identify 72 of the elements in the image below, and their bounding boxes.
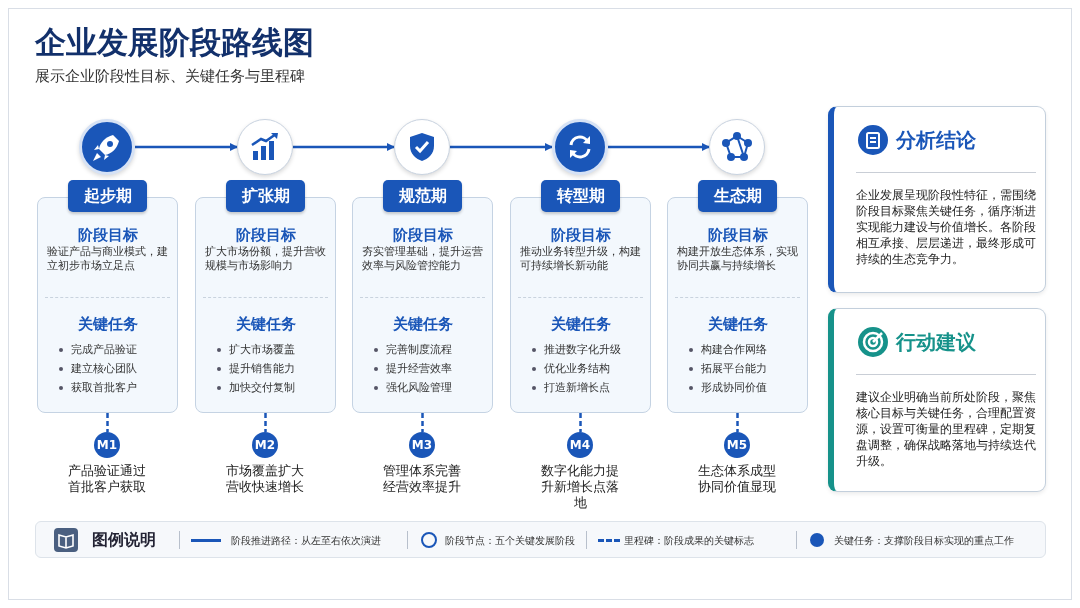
summary-card	[828, 308, 1046, 492]
section-heading: 关键任务	[234, 315, 297, 334]
milestone-badge: M5	[724, 432, 750, 458]
milestone-badge: M1	[94, 432, 120, 458]
icon-circle	[709, 119, 765, 175]
arrow	[135, 143, 238, 151]
arrow	[608, 143, 710, 151]
milestone-badge: M3	[409, 432, 435, 458]
subtitle: 展示企业阶段性目标、关键任务与里程碑	[35, 67, 305, 86]
task-item: 建立核心团队	[71, 361, 137, 377]
milestone-caption: 管理体系完善经营效率提升	[382, 463, 462, 495]
milestone-caption: 数字化能力提升新增长点落地	[540, 463, 620, 511]
task-item: 拓展平台能力	[701, 361, 767, 377]
task-item: 提升销售能力	[229, 361, 295, 377]
task-item: 打造新增长点	[544, 380, 610, 396]
stage-tab: 扩张期	[226, 180, 305, 212]
legend-text: 阶段节点：五个关键发展阶段	[445, 534, 575, 548]
goal-text: 扩大市场份额，提升营收规模与市场影响力	[205, 245, 327, 273]
stage-tab: 转型期	[541, 180, 620, 212]
section-heading: 关键任务	[76, 315, 139, 334]
task-item: 形成协同价值	[701, 380, 767, 396]
card-body-text: 企业发展呈现阶段性特征，需围绕阶段目标聚焦关键任务，循序渐进实现能力建设与价值增长。各阶段相互承接、层层递进，最终形成可持续的生态竞争力。	[856, 187, 1037, 267]
section-heading: 阶段目标	[549, 226, 612, 245]
arrow	[450, 143, 553, 151]
task-item: 推进数字化升级	[544, 342, 621, 358]
stage-tab: 起步期	[68, 180, 147, 212]
task-item: 构建合作网络	[701, 342, 767, 358]
stage-tab: 生态期	[698, 180, 777, 212]
task-item: 扩大市场覆盖	[229, 342, 295, 358]
legend-title: 图例说明	[92, 530, 156, 551]
milestone-badge: M2	[252, 432, 278, 458]
goal-text: 夯实管理基础，提升运营效率与风险管控能力	[362, 245, 484, 273]
task-item: 提升经营效率	[386, 361, 452, 377]
task-item: 加快交付复制	[229, 380, 295, 396]
arrow	[293, 143, 395, 151]
section-heading: 关键任务	[706, 315, 769, 334]
legend-text: 里程碑：阶段成果的关键标志	[624, 534, 754, 548]
section-heading: 阶段目标	[234, 226, 297, 245]
summary-card	[828, 106, 1046, 293]
section-heading: 关键任务	[549, 315, 612, 334]
milestone-caption: 生态体系成型协同价值显现	[697, 463, 777, 495]
goal-text: 验证产品与商业模式，建立初步市场立足点	[47, 245, 169, 273]
title: 企业发展阶段路线图	[35, 23, 314, 62]
section-heading: 阶段目标	[76, 226, 139, 245]
stage-tab: 规范期	[383, 180, 462, 212]
section-heading: 阶段目标	[706, 226, 769, 245]
task-item: 优化业务结构	[544, 361, 610, 377]
dashed-connector	[264, 413, 267, 432]
goal-text: 构建开放生态体系，实现协同共赢与持续增长	[677, 245, 799, 273]
icon-circle	[237, 119, 293, 175]
icon-circle	[552, 119, 608, 175]
goal-text: 推动业务转型升级，构建可持续增长新动能	[520, 245, 642, 273]
dashed-connector	[106, 413, 109, 432]
legend-text: 阶段推进路径：从左至右依次演进	[231, 534, 381, 548]
section-heading: 关键任务	[391, 315, 454, 334]
icon-circle	[394, 119, 450, 175]
card-heading: 分析结论	[896, 127, 976, 154]
task-item: 获取首批客户	[71, 380, 137, 396]
card-heading: 行动建议	[896, 329, 976, 356]
milestone-badge: M4	[567, 432, 593, 458]
dashed-connector	[421, 413, 424, 432]
section-heading: 阶段目标	[391, 226, 454, 245]
card-body-text: 建议企业明确当前所处阶段，聚焦核心目标与关键任务，合理配置资源，设置可衡量的里程碑，定期复盘调整，确保战略落地与持续迭代升级。	[856, 389, 1037, 469]
milestone-caption: 产品验证通过首批客户获取	[67, 463, 147, 495]
task-item: 完善制度流程	[386, 342, 452, 358]
dashed-connector	[579, 413, 582, 432]
dashed-connector	[736, 413, 739, 432]
milestone-caption: 市场覆盖扩大营收快速增长	[225, 463, 305, 495]
task-item: 完成产品验证	[71, 342, 137, 358]
task-item: 强化风险管理	[386, 380, 452, 396]
icon-circle	[79, 119, 135, 175]
legend-text: 关键任务：支撑阶段目标实现的重点工作	[834, 534, 1014, 548]
